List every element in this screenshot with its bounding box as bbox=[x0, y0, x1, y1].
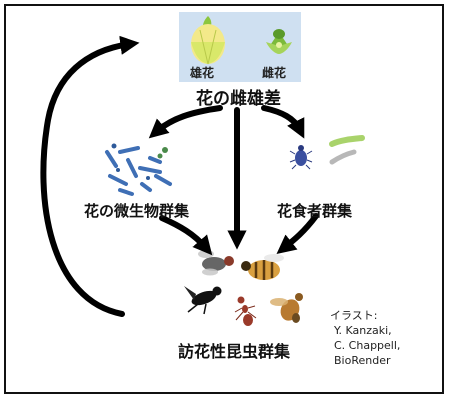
fly-icon bbox=[198, 250, 234, 276]
bee-icon bbox=[241, 254, 284, 280]
node-left: 花の微生物群集 bbox=[84, 202, 190, 220]
arrows bbox=[40, 35, 319, 317]
larva-icon bbox=[329, 135, 365, 165]
arrow-right-to-bottom bbox=[276, 213, 319, 254]
beetle-icon bbox=[289, 145, 313, 170]
microbe-dots bbox=[111, 143, 168, 180]
credit-heading: イラスト: bbox=[330, 309, 378, 322]
credit-line-1: Y. Kanzaki, bbox=[334, 324, 392, 337]
arrow-top-to-left bbox=[148, 105, 223, 139]
credit-line-3: BioRender bbox=[334, 354, 391, 367]
node-right: 花食者群集 bbox=[277, 202, 353, 220]
node-bottom: 訪花性昆虫群集 bbox=[178, 342, 291, 361]
ant-icon bbox=[234, 296, 257, 326]
arrow-feedback-loop bbox=[40, 35, 140, 317]
microbe-icon bbox=[105, 146, 172, 196]
wasp-icon bbox=[270, 293, 303, 323]
credit-line-2: C. Chappell, bbox=[334, 339, 401, 352]
male-flower-label: 雄花 bbox=[190, 66, 215, 80]
female-flower-label: 雌花 bbox=[262, 66, 287, 80]
male-flower-icon bbox=[191, 16, 225, 65]
node-top: 花の雌雄差 bbox=[196, 89, 281, 109]
arrow-left-to-bottom bbox=[159, 215, 213, 256]
female-flower-icon bbox=[266, 29, 292, 54]
arrow-top-to-right bbox=[261, 105, 305, 139]
illustration-credit: イラスト: Y. Kanzaki, C. Chappell, BioRender bbox=[330, 308, 400, 368]
fly-icon bbox=[184, 286, 222, 315]
